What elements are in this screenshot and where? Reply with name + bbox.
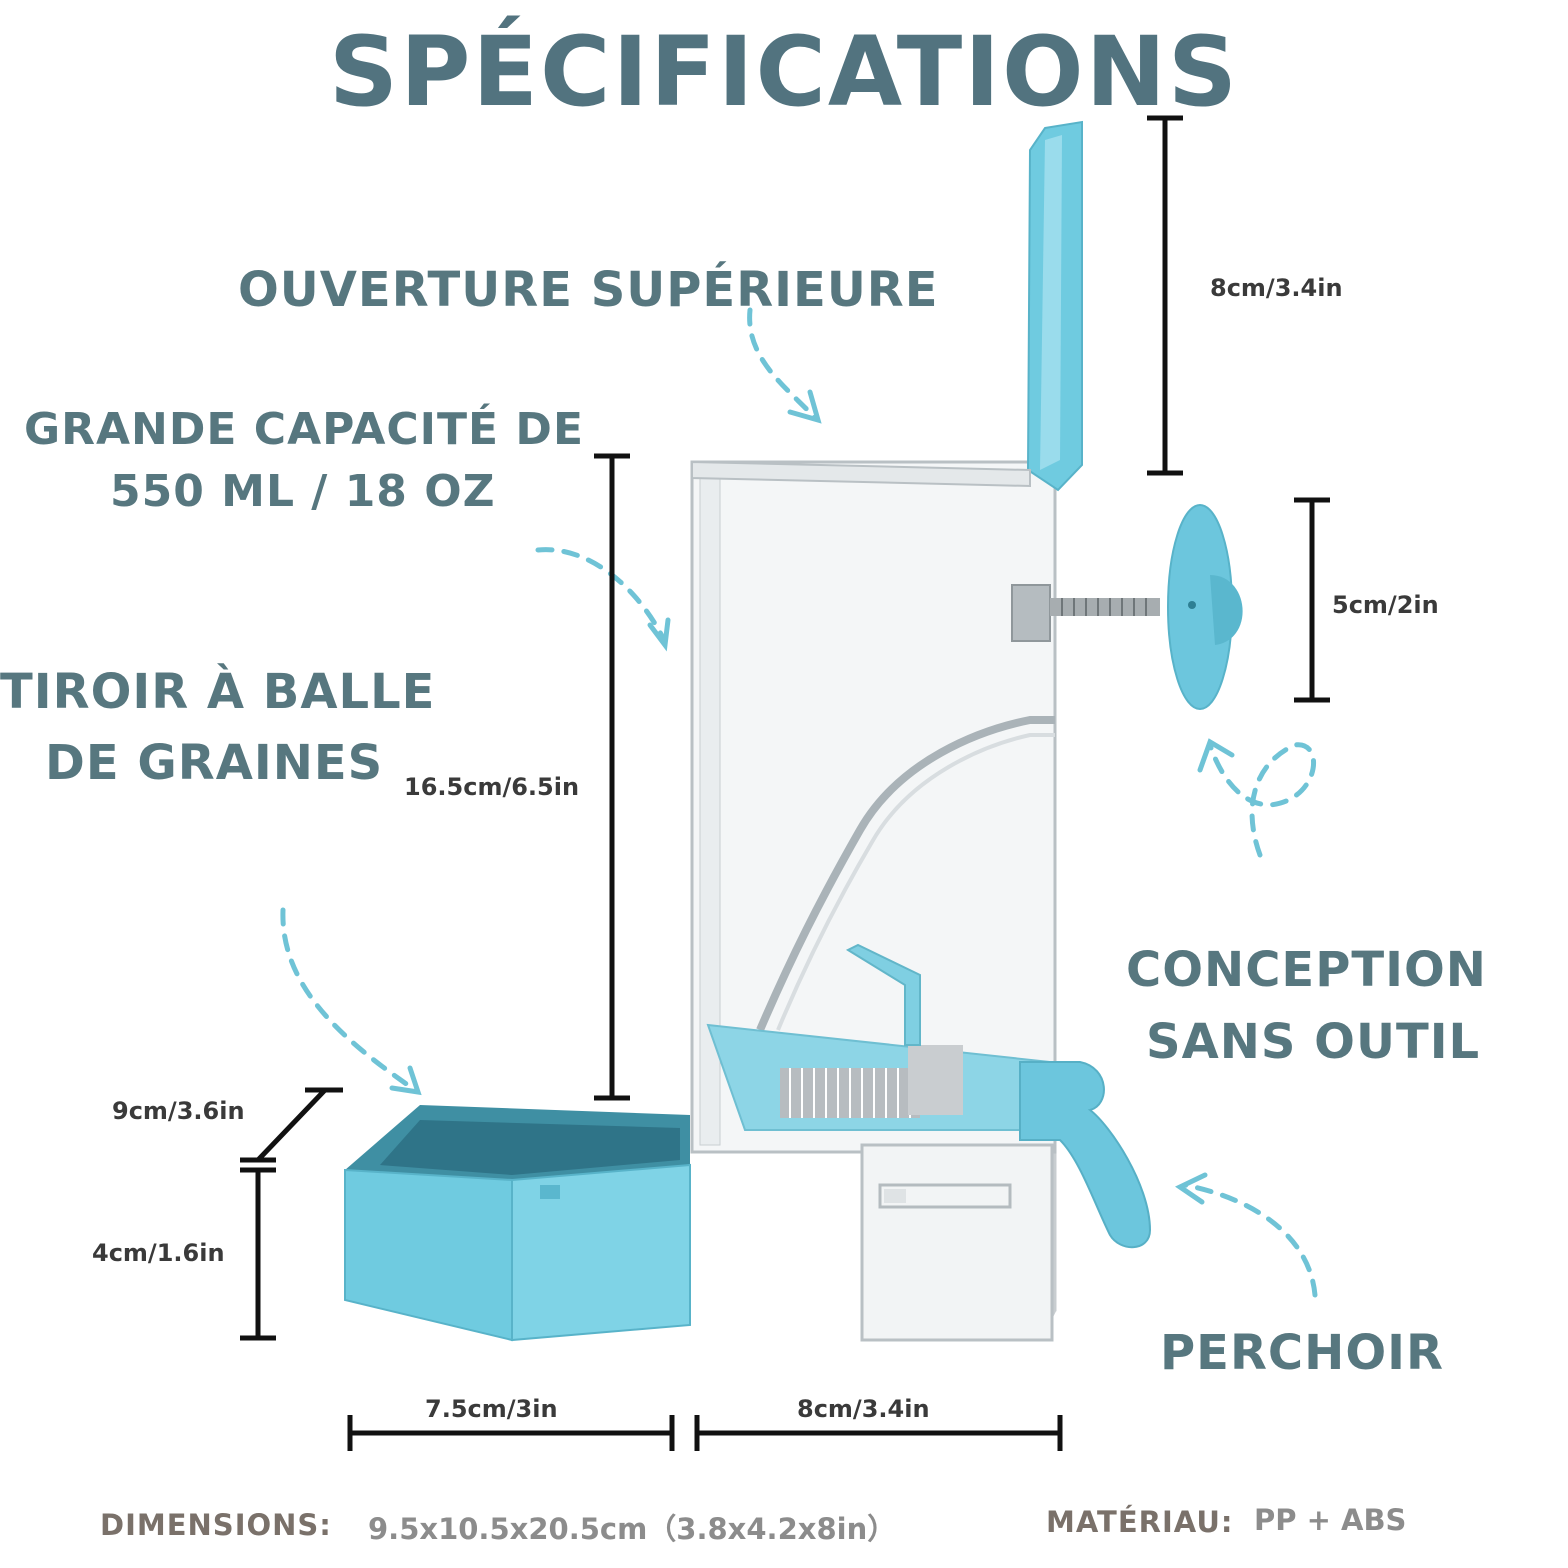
- feature-top-opening: OUVERTURE SUPÉRIEURE: [238, 262, 939, 318]
- dim-label-drawer-width: 7.5cm/3in: [425, 1395, 558, 1423]
- dim-label-body-width: 8cm/3.4in: [797, 1395, 930, 1423]
- feature-tool-free-line1: CONCEPTION: [1126, 942, 1487, 998]
- dim-label-drawer-depth: 9cm/3.6in: [112, 1097, 245, 1125]
- dim-label-body-height: 16.5cm/6.5in: [404, 773, 580, 801]
- dim-line-lid: [1147, 115, 1183, 476]
- feature-capacity-line1: GRANDE CAPACITÉ DE: [24, 404, 585, 455]
- feature-drawer-line2: DE GRAINES: [45, 735, 384, 791]
- feeder-body: [690, 460, 1057, 1342]
- arrow-capacity: [535, 547, 668, 645]
- feature-capacity-line2: 550 ML / 18 OZ: [110, 466, 496, 517]
- feature-drawer-line1: TIROIR À BALLE: [0, 664, 436, 720]
- page-title: SPÉCIFICATIONS: [328, 16, 1240, 128]
- arrow-perch: [1182, 1182, 1318, 1298]
- perch-illustration: [1019, 1061, 1152, 1249]
- lid-illustration: [691, 120, 1083, 492]
- drawer-illustration: [344, 1105, 691, 1342]
- dim-label-lid: 8cm/3.4in: [1210, 274, 1343, 302]
- dim-label-disc: 5cm/2in: [1332, 591, 1439, 619]
- dim-line-drawer-width: [347, 1415, 675, 1451]
- arrow-top-opening: [747, 307, 818, 421]
- feature-tool-free-line2: SANS OUTIL: [1146, 1014, 1481, 1070]
- dim-line-body: [594, 453, 630, 1101]
- dim-line-body-width: [694, 1415, 1063, 1451]
- screw-illustration: [1011, 504, 1243, 710]
- footer-material-value: PP + ABS: [1254, 1503, 1407, 1537]
- footer-dimensions-value: 9.5x10.5x20.5cm（3.8x4.2x8in）: [368, 1512, 897, 1546]
- feature-perch: PERCHOIR: [1160, 1325, 1444, 1381]
- arrow-tool-free: [1207, 742, 1317, 858]
- dim-line-drawer-height: [240, 1167, 276, 1341]
- footer-material-label: MATÉRIAU:: [1046, 1505, 1234, 1539]
- dim-line-drawer-depth: [240, 1087, 343, 1163]
- dim-label-drawer-height: 4cm/1.6in: [92, 1239, 225, 1267]
- dim-line-disc: [1294, 497, 1330, 703]
- footer-dimensions-label: DIMENSIONS:: [100, 1508, 332, 1542]
- arrow-drawer: [280, 907, 418, 1093]
